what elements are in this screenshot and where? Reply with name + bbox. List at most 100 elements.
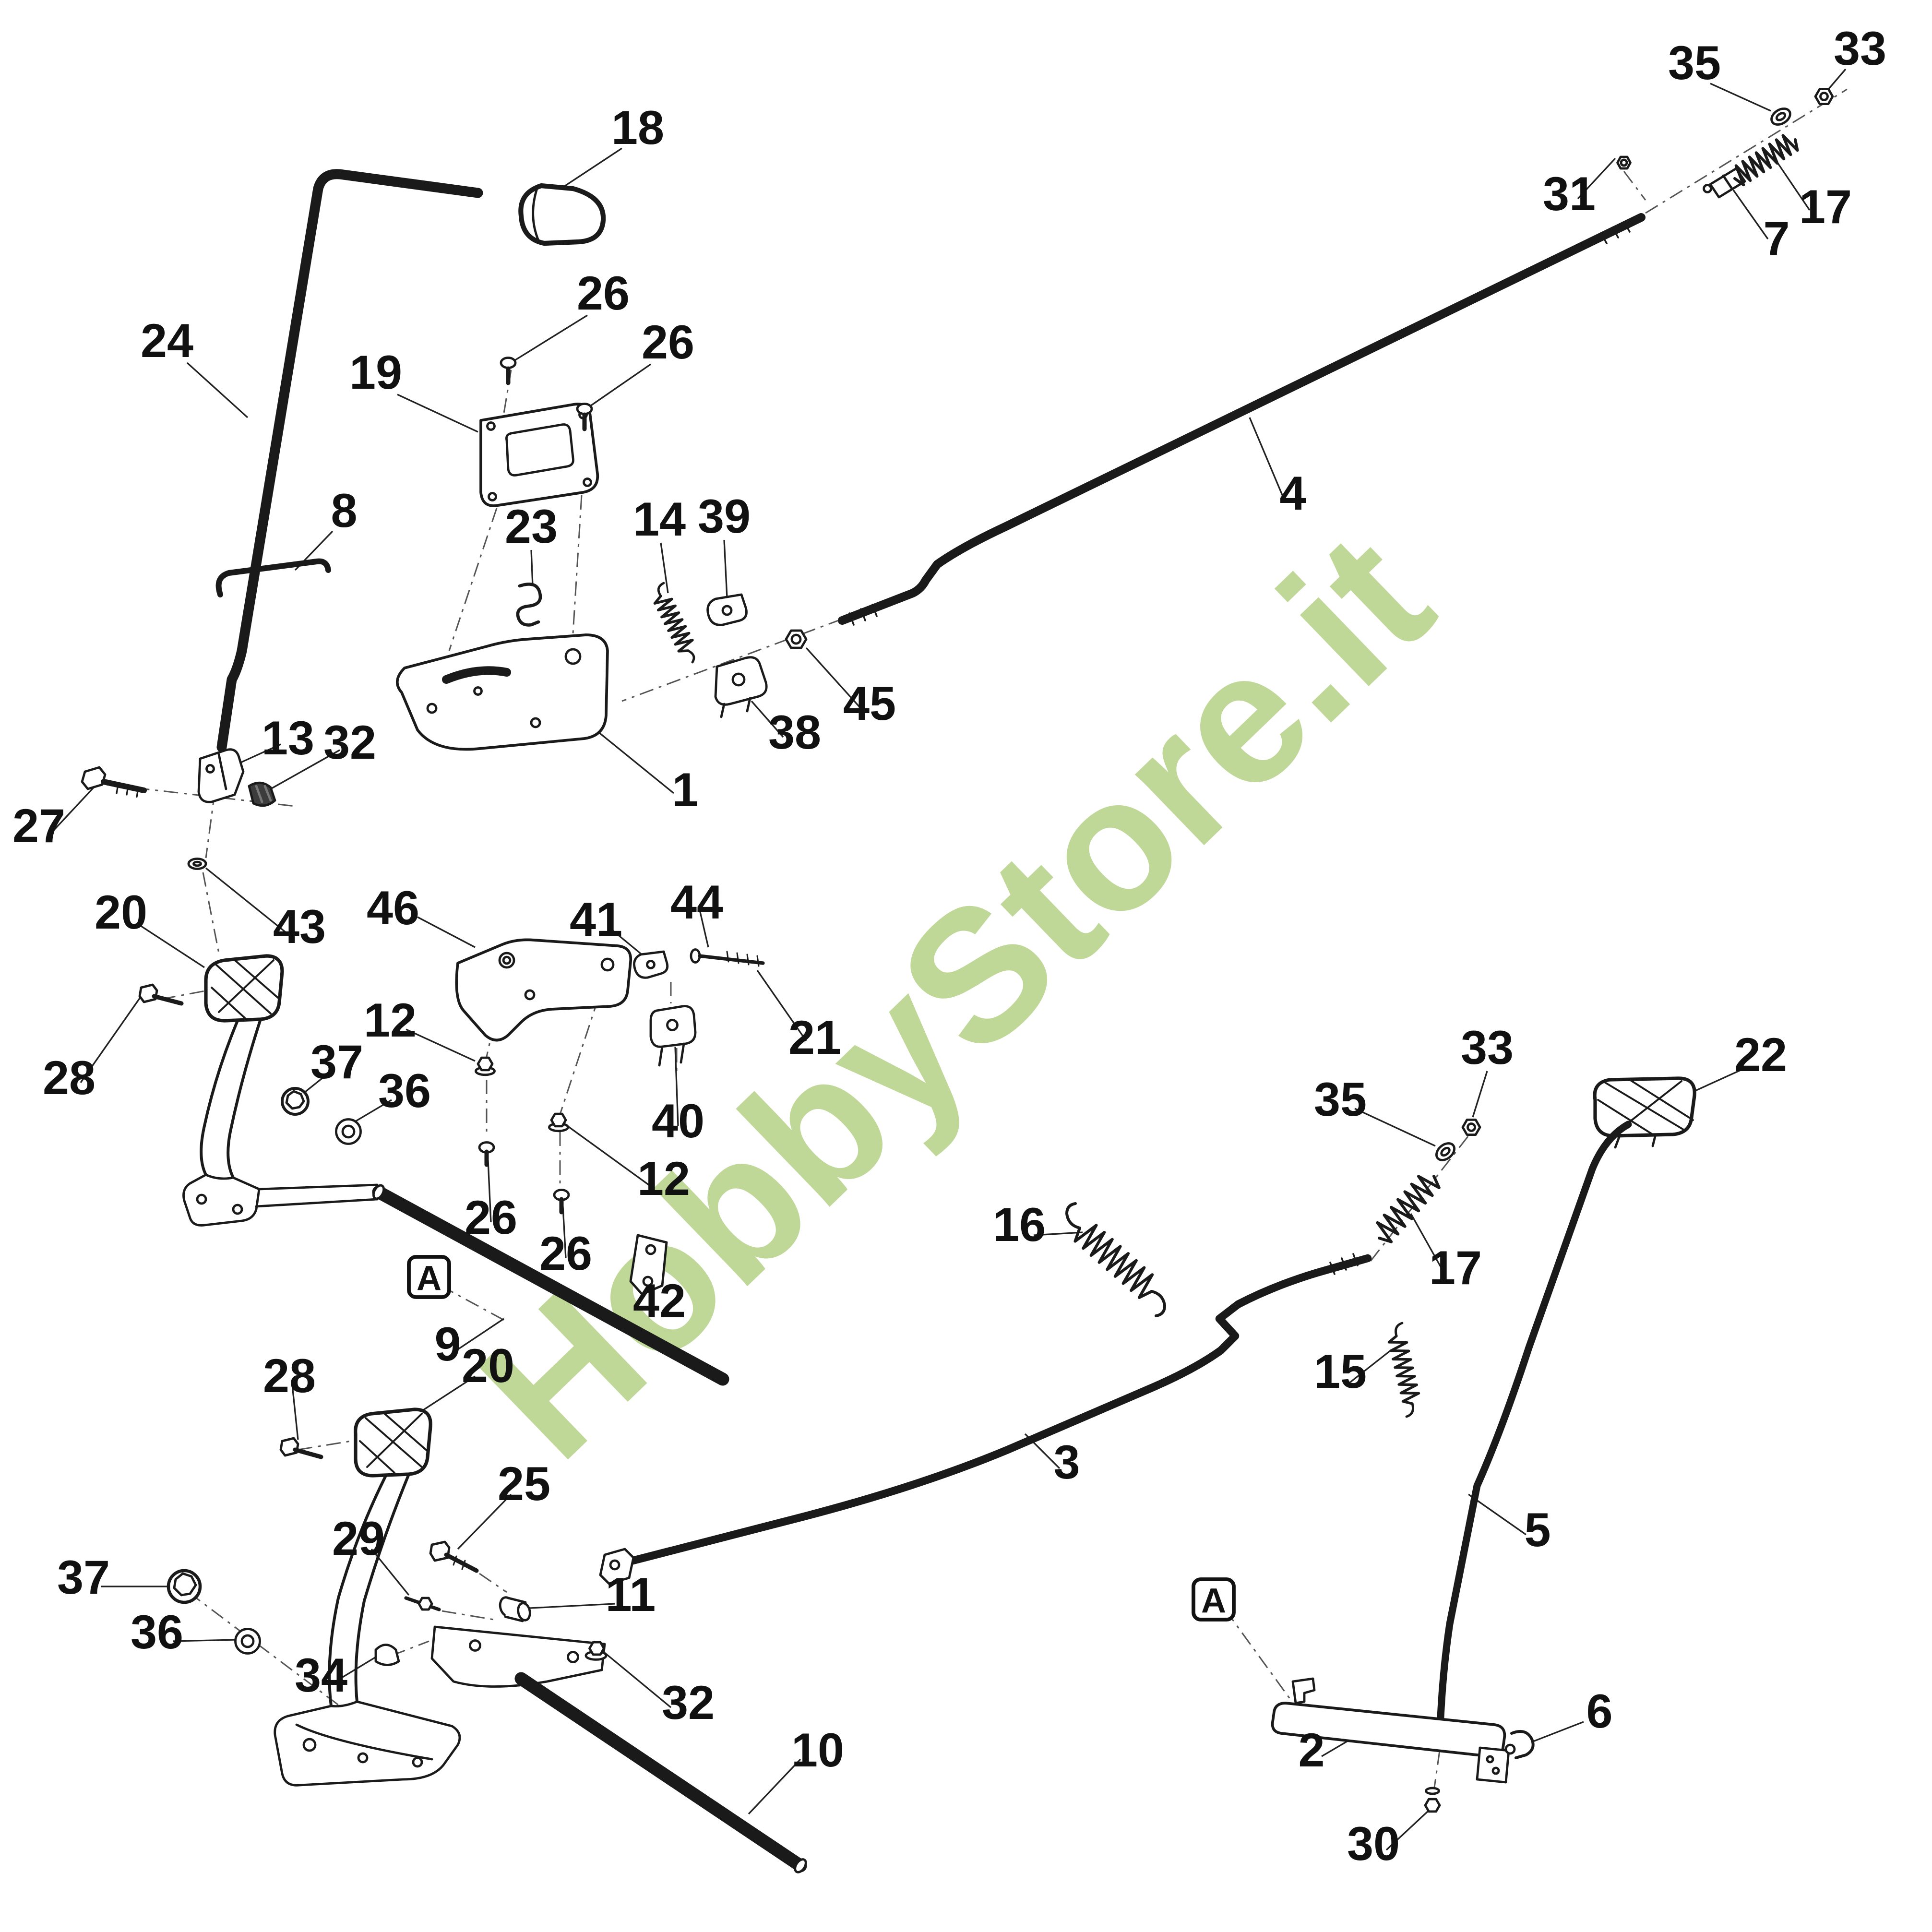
part-39-clip [706, 593, 748, 626]
part-label-43: 43 [273, 900, 326, 953]
part-label-41: 41 [570, 893, 622, 946]
part-32-flange-nut-lower [584, 1641, 608, 1661]
part-15-spring [1387, 1322, 1420, 1418]
part-27-bolt [81, 766, 147, 798]
alignment-lines [106, 88, 1848, 1791]
part-16-tension-spring [1065, 1202, 1166, 1317]
part-label-3: 3 [1053, 1435, 1080, 1489]
part-label-13: 13 [262, 711, 314, 764]
part-12-flange-nut-a [475, 1056, 496, 1076]
part-25-bolt [429, 1540, 479, 1573]
part-28-bolt-lower [279, 1437, 323, 1459]
part-label-45: 45 [843, 677, 896, 730]
screw-26-d [553, 1189, 570, 1215]
part-17-spring-lower [1376, 1175, 1441, 1243]
part-label-17: 17 [1429, 1241, 1482, 1294]
part-29-stud [404, 1596, 441, 1611]
part-12-flange-nut-b [548, 1112, 569, 1133]
part-label-28: 28 [263, 1349, 316, 1402]
screw-26-b [576, 403, 593, 431]
part-label-33: 33 [1834, 22, 1886, 75]
part-33-nut-top [1814, 87, 1834, 105]
part-35-washer-top [1770, 107, 1791, 126]
part-label-16: 16 [993, 1198, 1046, 1251]
part-1-bracket-plate [396, 633, 609, 751]
part-24-lever-rod [216, 169, 483, 752]
part-label-27: 27 [12, 799, 65, 852]
part-20-pedal-pad-upper [204, 954, 284, 1023]
part-8-wire-bracket [215, 558, 331, 597]
part-6-hook-screw [1504, 1730, 1535, 1759]
part-label-1: 1 [672, 763, 698, 816]
upper-pedal-arm [182, 1018, 379, 1227]
part-label-2: 2 [1298, 1723, 1324, 1777]
part-38-clevis [714, 656, 768, 718]
part-19-cover-plate [479, 403, 599, 507]
part-label-37: 37 [57, 1550, 110, 1604]
part-label-19: 19 [349, 346, 402, 399]
part-label-30: 30 [1347, 1817, 1400, 1870]
part-label-14: 14 [633, 492, 686, 546]
part-label-26: 26 [642, 315, 694, 369]
part-28-bolt-upper [138, 983, 184, 1006]
part-label-7: 7 [1763, 212, 1789, 265]
part-label-35: 35 [1314, 1073, 1367, 1126]
part-label-29: 29 [332, 1512, 385, 1565]
part-label-23: 23 [505, 500, 558, 553]
part-46-bracket-plate [455, 938, 632, 1042]
part-label-20: 20 [462, 1339, 514, 1392]
part-label-4: 4 [1279, 466, 1306, 520]
part-label-32: 32 [662, 1676, 715, 1729]
part-label-36: 36 [378, 1064, 431, 1117]
part-label-26: 26 [465, 1191, 517, 1244]
part-label-33: 33 [1461, 1021, 1514, 1074]
part-17-spring-top [1733, 134, 1799, 187]
part-4-brake-rod [838, 213, 1646, 626]
part-32-cap-nut [248, 781, 276, 807]
part-label-31: 31 [1543, 167, 1596, 220]
part-label-39: 39 [698, 489, 751, 543]
part-label-24: 24 [141, 314, 193, 367]
part-9-pedal-shaft [372, 1184, 729, 1386]
part-label-35: 35 [1668, 36, 1721, 89]
part-label-46: 46 [367, 881, 419, 934]
part-18-knob [518, 183, 606, 246]
lower-bracket-plate [430, 1625, 606, 1688]
part-label-28: 28 [43, 1051, 95, 1104]
part-42-bracket [629, 1234, 668, 1296]
part-label-37: 37 [310, 1035, 363, 1088]
part-label-12: 12 [637, 1152, 690, 1205]
part-label-20: 20 [95, 885, 147, 939]
part-43-washer [187, 858, 207, 870]
part-3-clutch-rod [599, 1253, 1372, 1585]
part-20-pedal-pad-lower [354, 1407, 432, 1478]
part-2-pivot-bar [1271, 1677, 1510, 1784]
part-label-26: 26 [539, 1227, 592, 1280]
part-label-44: 44 [670, 875, 723, 929]
leader-lines [54, 68, 1847, 1851]
ref-badge-a-2: A [1192, 1577, 1236, 1622]
part-37-lock-washer-upper [281, 1087, 310, 1116]
part-label-42: 42 [633, 1274, 686, 1327]
part-5-rod [1433, 1121, 1632, 1749]
part-label-38: 38 [768, 705, 821, 759]
part-7-ferrule [1703, 167, 1746, 199]
part-31-nut [1616, 155, 1632, 170]
part-30-nut [1424, 1787, 1441, 1813]
part-14-spring [653, 582, 695, 664]
part-label-6: 6 [1586, 1684, 1612, 1738]
part-41-clip [633, 950, 669, 979]
part-36-washer-lower [234, 1628, 261, 1655]
part-23-spring-clip [516, 583, 542, 627]
part-10-shaft [514, 1672, 807, 1873]
part-label-10: 10 [791, 1723, 844, 1777]
part-label-17: 17 [1799, 180, 1852, 233]
lower-pedal-arm [274, 1473, 461, 1787]
part-11-bushing [499, 1596, 531, 1622]
ref-badge-a-1: A [407, 1255, 451, 1299]
part-label-34: 34 [295, 1648, 347, 1702]
part-35-washer-lower [1435, 1142, 1455, 1161]
part-13-fork-bracket [197, 748, 245, 803]
